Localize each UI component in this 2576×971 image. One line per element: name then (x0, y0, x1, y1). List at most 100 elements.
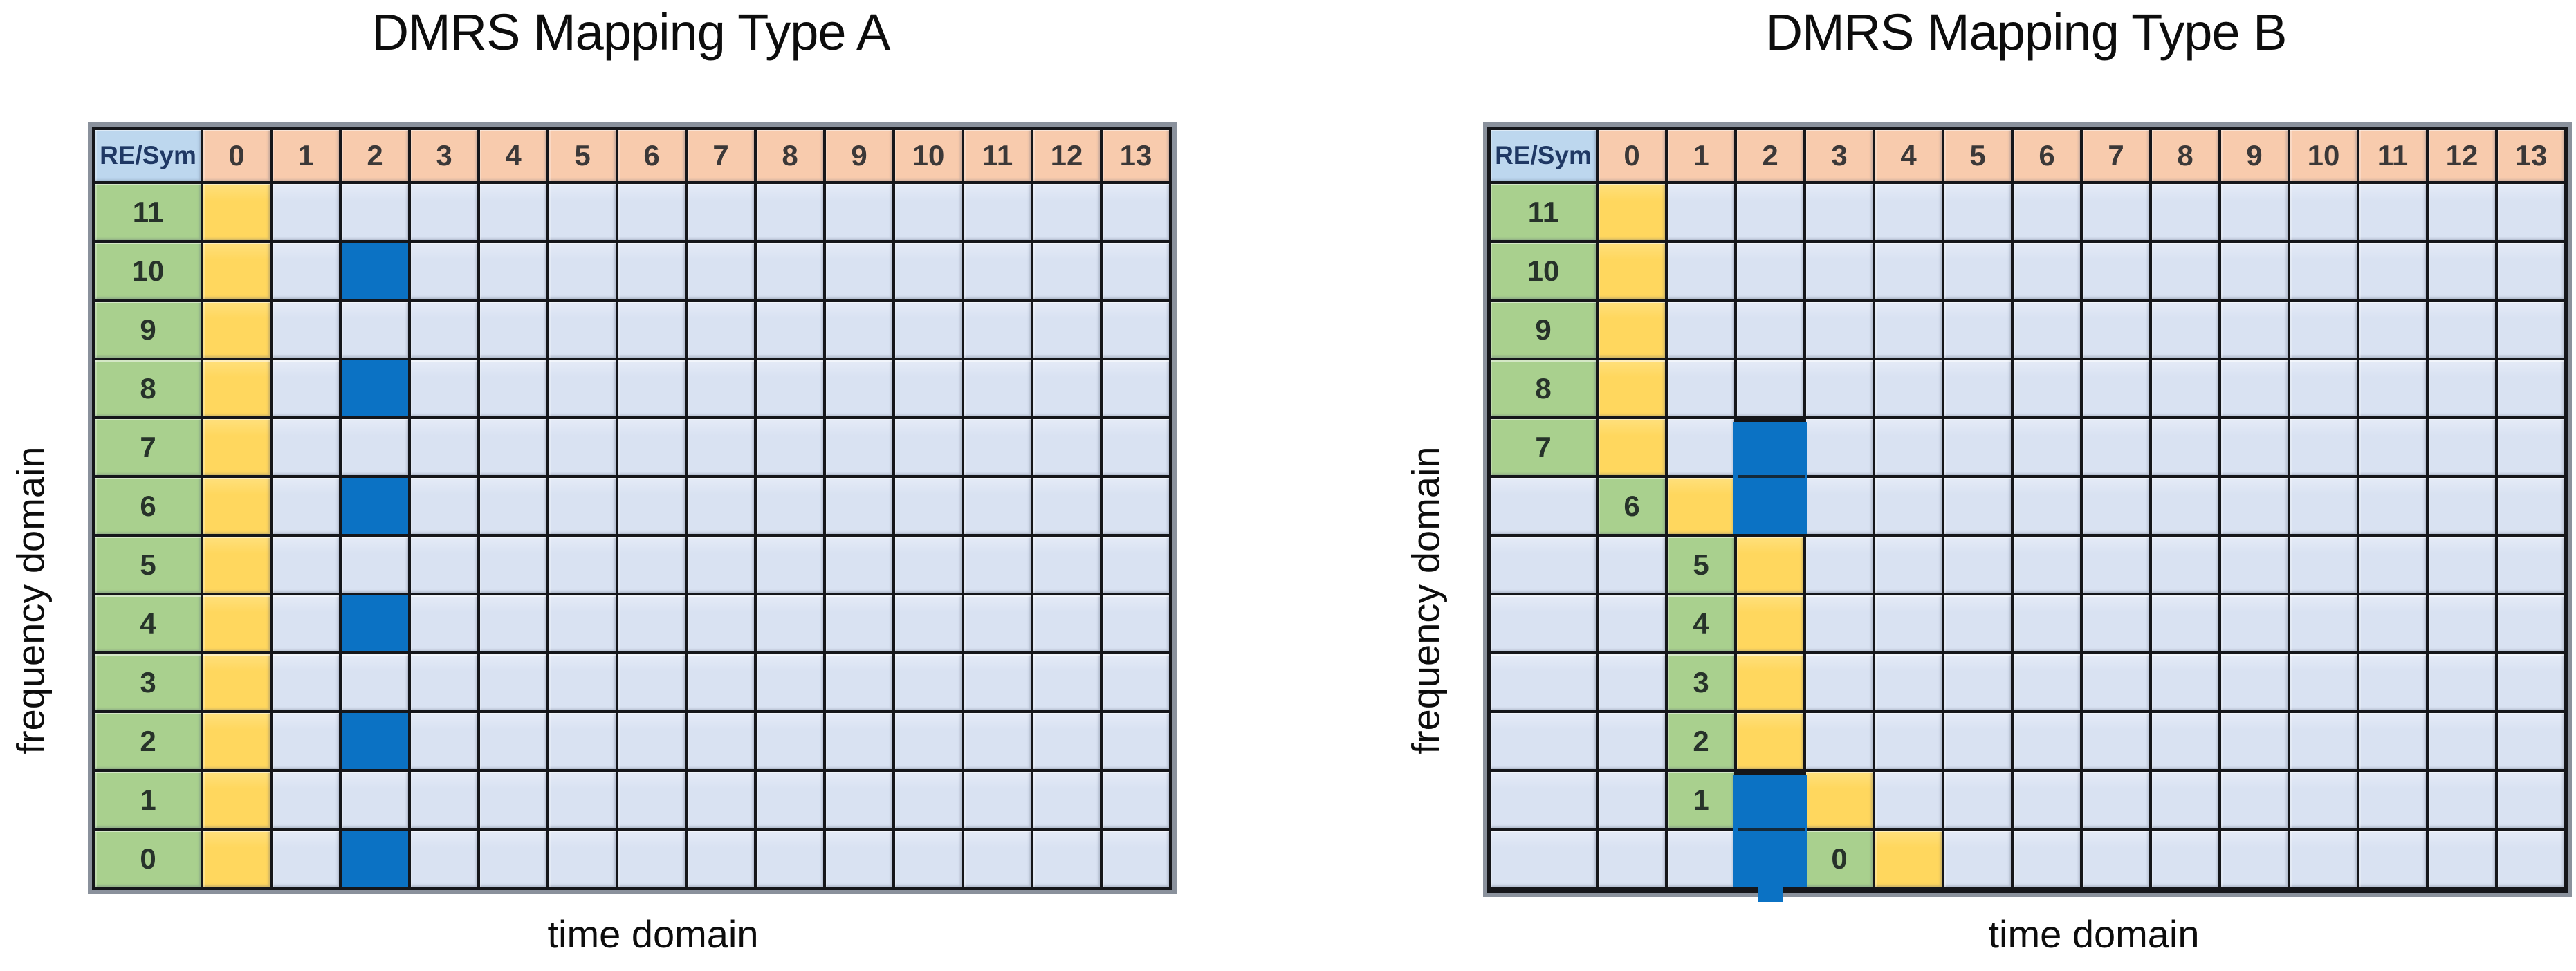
data-cell (1491, 478, 1596, 534)
data-cell (1875, 360, 1942, 416)
re-header-cell: 0 (1806, 831, 1873, 887)
data-cell (2359, 772, 2426, 828)
data-cell (411, 654, 477, 710)
data-cell (618, 772, 685, 828)
data-cell (1737, 302, 1803, 358)
data-cell (757, 302, 823, 358)
data-cell (1103, 713, 1169, 769)
re-header-cell: 11 (95, 184, 201, 240)
data-cell (1103, 595, 1169, 651)
data-cell (1737, 243, 1803, 299)
data-cell (1491, 537, 1596, 593)
data-cell (2359, 184, 2426, 240)
data-cell (1103, 478, 1169, 534)
data-cell (1103, 419, 1169, 475)
symbol-header-cell: 12 (1033, 130, 1100, 181)
data-cell (1806, 419, 1873, 475)
data-cell (273, 419, 339, 475)
data-cell (342, 419, 408, 475)
data-cell (895, 831, 962, 887)
data-cell (1668, 184, 1734, 240)
data-cell (203, 831, 270, 887)
data-cell (1491, 713, 1596, 769)
data-cell (480, 772, 546, 828)
data-cell (480, 360, 546, 416)
data-cell (2498, 772, 2564, 828)
data-cell (964, 654, 1031, 710)
symbol-header-cell: 6 (618, 130, 685, 181)
data-cell (757, 478, 823, 534)
data-cell (1491, 772, 1596, 828)
x-axis-label: time domain (1988, 912, 2200, 956)
data-cell (1737, 595, 1803, 651)
data-cell (1103, 831, 1169, 887)
data-cell (2152, 419, 2218, 475)
re-header-cell: 7 (95, 419, 201, 475)
data-cell (2014, 360, 2080, 416)
data-cell (1103, 302, 1169, 358)
data-cell (618, 184, 685, 240)
symbol-header-cell: 2 (342, 130, 408, 181)
re-header-cell: 4 (95, 595, 201, 651)
data-cell (2083, 772, 2149, 828)
symbol-header-cell: 2 (1737, 130, 1803, 181)
data-cell (1944, 772, 2011, 828)
data-cell (411, 713, 477, 769)
data-cell (2290, 713, 2357, 769)
data-cell (1033, 713, 1100, 769)
data-cell (2429, 595, 2495, 651)
data-cell (2152, 243, 2218, 299)
symbol-header-cell: 10 (895, 130, 962, 181)
data-cell (2359, 243, 2426, 299)
dmrs-cell (342, 595, 408, 651)
data-cell (1806, 537, 1873, 593)
data-cell (1737, 184, 1803, 240)
data-cell (1875, 713, 1942, 769)
data-cell (2221, 302, 2288, 358)
data-cell (1033, 478, 1100, 534)
y-axis-label: frequency domain (1404, 446, 1448, 755)
data-cell (549, 243, 616, 299)
data-cell (480, 419, 546, 475)
data-cell (273, 478, 339, 534)
data-cell (2290, 360, 2357, 416)
re-header-cell: 1 (95, 772, 201, 828)
data-cell (549, 654, 616, 710)
data-cell (1806, 654, 1873, 710)
data-cell (549, 772, 616, 828)
data-cell (1103, 184, 1169, 240)
data-cell (2359, 831, 2426, 887)
data-cell (273, 595, 339, 651)
data-cell (1944, 713, 2011, 769)
data-cell (895, 654, 962, 710)
data-cell (895, 184, 962, 240)
symbol-header-cell: 5 (549, 130, 616, 181)
data-cell (273, 654, 339, 710)
data-cell (549, 419, 616, 475)
data-cell (2290, 478, 2357, 534)
data-cell (2221, 419, 2288, 475)
re-header-cell: 6 (1599, 478, 1665, 534)
data-cell (1806, 772, 1873, 828)
data-cell (1806, 360, 1873, 416)
re-header-cell: 5 (1668, 537, 1734, 593)
data-cell (480, 595, 546, 651)
data-cell (203, 478, 270, 534)
symbol-header-cell: 9 (826, 130, 892, 181)
data-cell (2221, 184, 2288, 240)
data-cell (2221, 243, 2288, 299)
symbol-header-cell: 3 (1806, 130, 1873, 181)
symbol-header-cell: 8 (757, 130, 823, 181)
data-cell (2498, 478, 2564, 534)
data-cell (273, 184, 339, 240)
data-cell (618, 360, 685, 416)
data-cell (411, 595, 477, 651)
data-cell (618, 243, 685, 299)
symbol-header-cell: 11 (2359, 130, 2426, 181)
data-cell (1668, 243, 1734, 299)
data-cell (411, 360, 477, 416)
data-cell (688, 478, 754, 534)
data-cell (826, 537, 892, 593)
data-cell (1875, 772, 1942, 828)
